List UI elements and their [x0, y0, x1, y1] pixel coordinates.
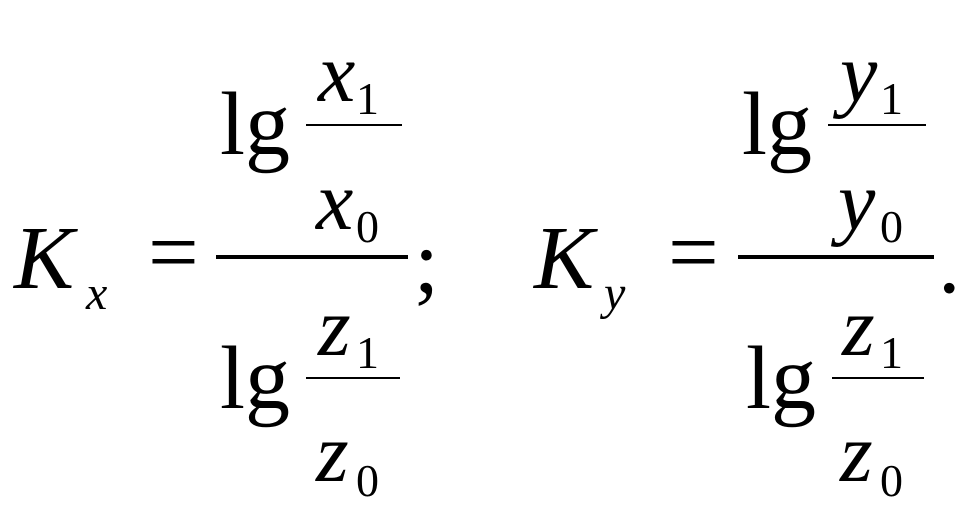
denominator-func: lg [746, 329, 817, 428]
numerator-inner-rule [306, 124, 402, 126]
denominator-inner-rule [832, 377, 924, 379]
denominator-func: lg [220, 329, 291, 428]
numerator-bottom-var: y [838, 155, 876, 248]
equals-sign: = [148, 203, 199, 302]
numerator-func: lg [220, 75, 291, 174]
denominator-top-var: z [842, 281, 875, 374]
denominator-bottom-sub: 0 [880, 455, 903, 506]
numerator-top-var: x [318, 27, 356, 120]
denominator-top-sub: 1 [356, 327, 379, 378]
denominator-bottom-sub: 0 [356, 455, 379, 506]
denominator-bottom-var: z [316, 407, 349, 500]
main-fraction-bar [216, 255, 408, 259]
lhs-symbol: K [534, 209, 595, 308]
terminator-semicolon: ; [414, 213, 440, 312]
denominator-inner-rule [306, 377, 400, 379]
lhs-symbol: K [14, 209, 75, 308]
denominator-top-var: z [318, 281, 351, 374]
lhs-subscript: x [86, 267, 108, 320]
numerator-bottom-sub: 0 [356, 201, 379, 252]
denominator-top-sub: 1 [880, 327, 903, 378]
numerator-func: lg [742, 75, 813, 174]
equals-sign: = [668, 203, 719, 302]
numerator-bottom-sub: 0 [880, 201, 903, 252]
numerator-top-sub: 1 [356, 73, 379, 124]
numerator-bottom-var: x [316, 155, 354, 248]
denominator-bottom-var: z [840, 407, 873, 500]
numerator-inner-rule [828, 124, 926, 126]
terminator-period: . [938, 213, 961, 312]
numerator-top-var: y [840, 27, 878, 120]
lhs-subscript: y [604, 267, 626, 320]
numerator-top-sub: 1 [880, 73, 903, 124]
main-fraction-bar [738, 255, 934, 259]
